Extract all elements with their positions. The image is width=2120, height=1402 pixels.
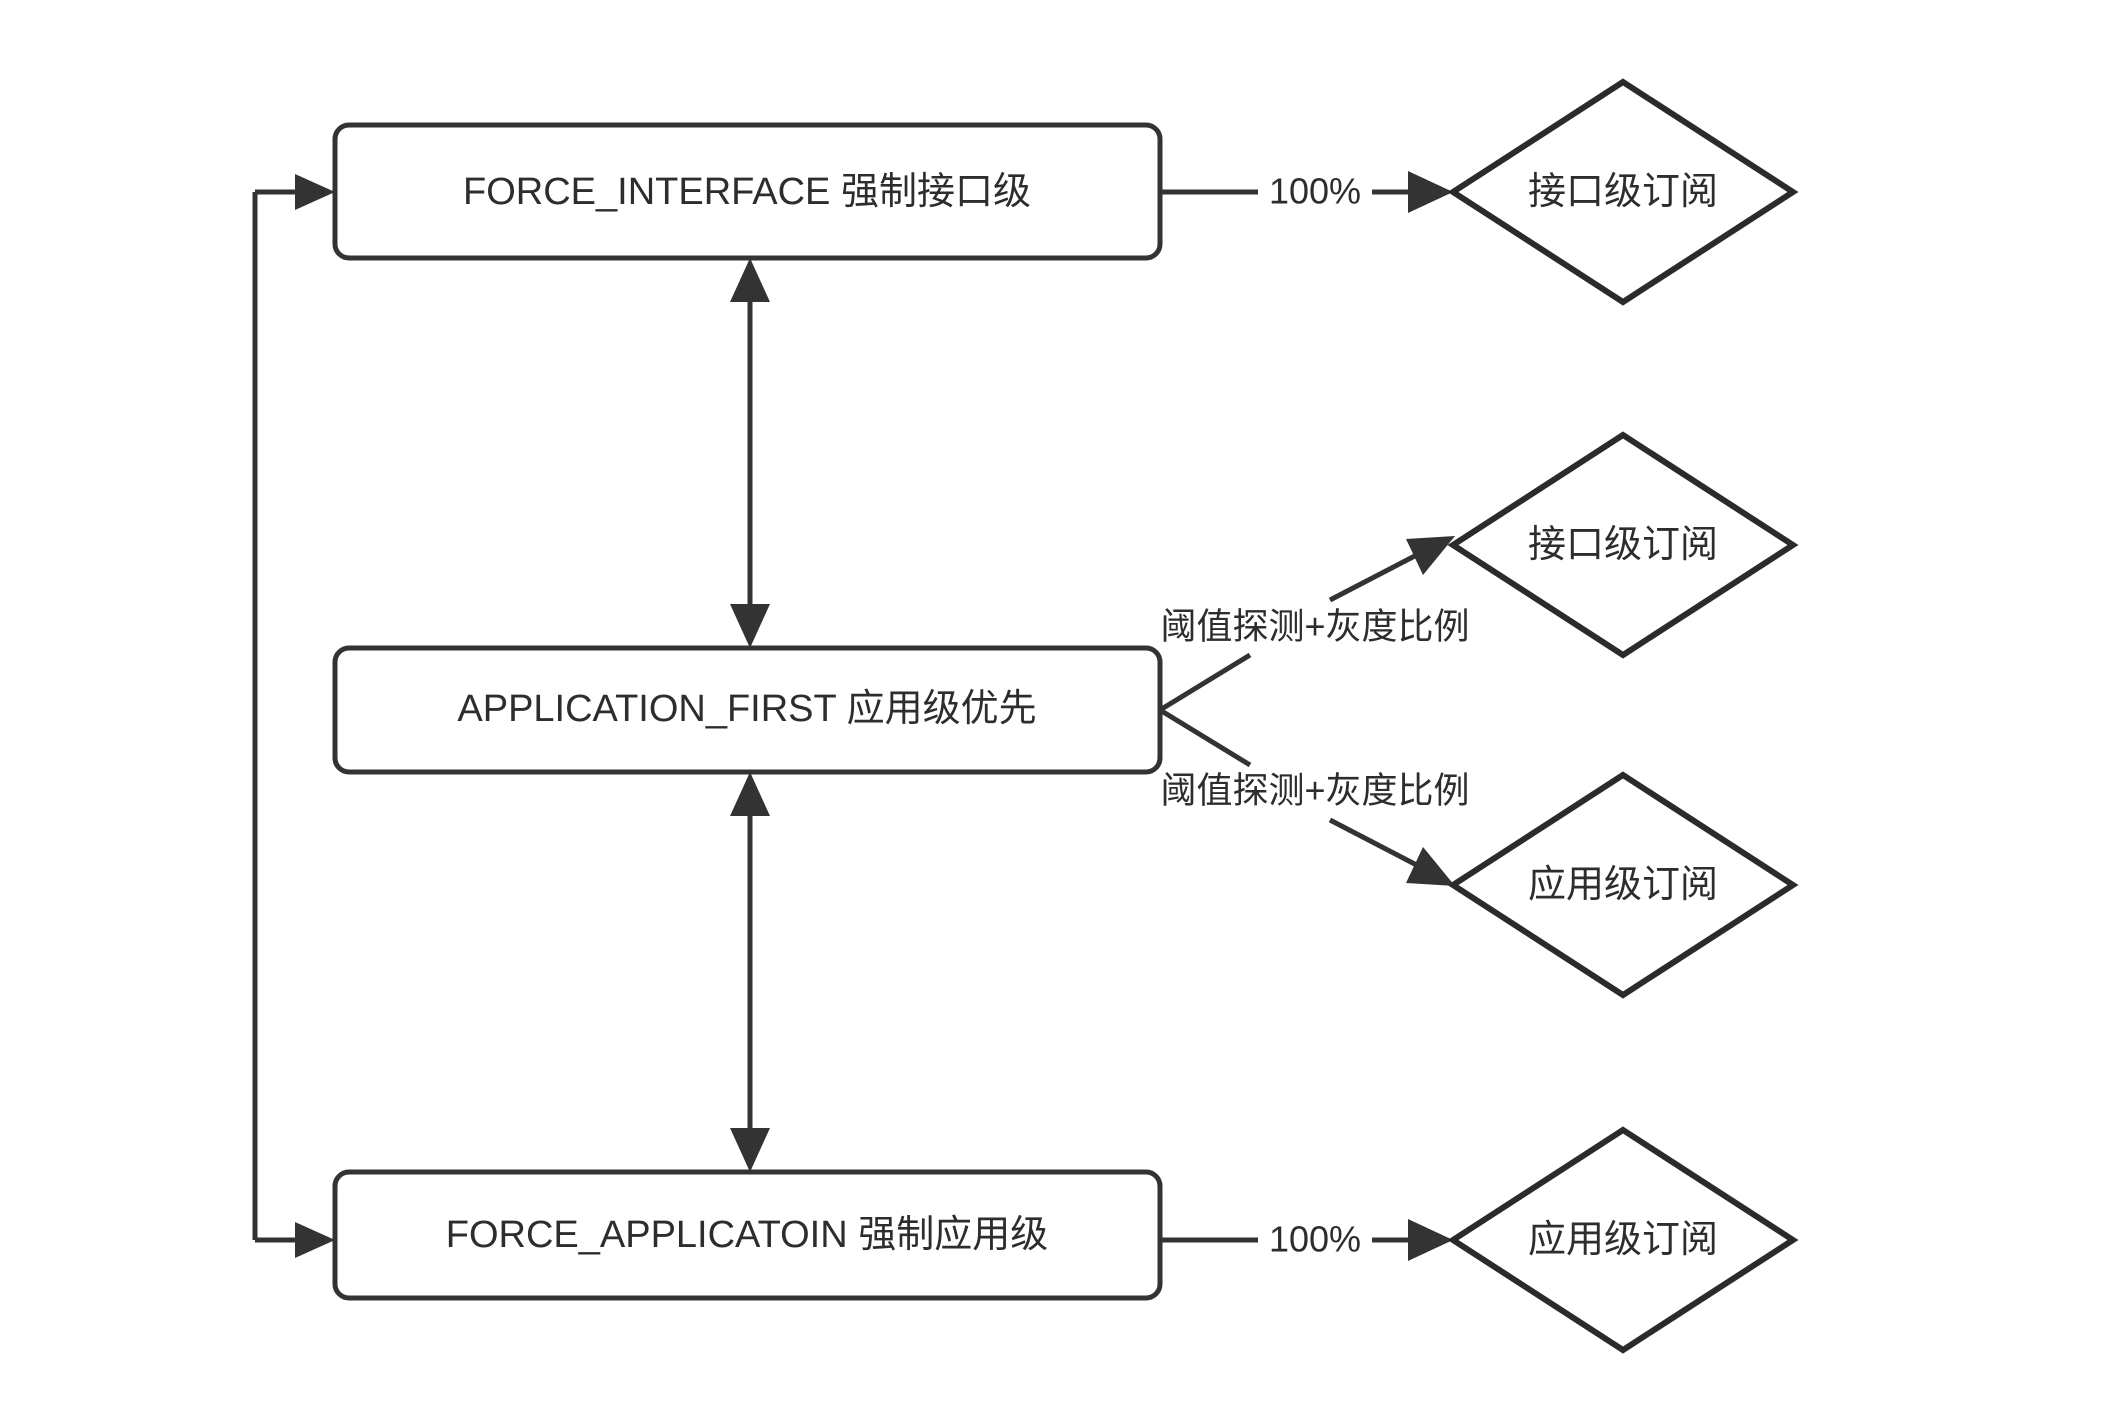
edge-interface-appfirst	[730, 258, 770, 648]
arrow-head-loop-top	[295, 174, 335, 210]
arrow-head-to-interface-sub-top	[1408, 171, 1453, 213]
fork-lower-stub	[1158, 707, 1252, 768]
arrow-head-up-to-interface	[730, 258, 770, 302]
node-interface-sub-mid-shape[interactable]	[1447, 431, 1799, 659]
edge-interface-100	[1160, 171, 1453, 213]
node-application-sub-mid-label: 应用级订阅	[1528, 864, 1718, 906]
fork-upper-stub	[1158, 652, 1252, 713]
arrow-head-down-to-appfirst	[730, 604, 770, 648]
node-interface-sub-mid-label: 接口级订阅	[1528, 524, 1718, 566]
edge-label-forceapp-100: 100%	[1269, 1219, 1361, 1260]
arrow-head-to-application-sub-bottom	[1408, 1219, 1453, 1261]
arrow-head-to-application-sub-mid	[1406, 847, 1455, 886]
edge-label-appfirst-application: 阈值探测+灰度比例	[1160, 770, 1469, 811]
node-force-interface-shape[interactable]	[332, 122, 1163, 261]
node-application-sub-bottom-shape[interactable]	[1447, 1126, 1799, 1354]
edge-appfirst-forceapp	[730, 772, 770, 1172]
edge-label-appfirst-interface: 阈值探测+灰度比例	[1160, 606, 1469, 647]
node-application-sub-bottom[interactable]: 应用级订阅	[1447, 1126, 1799, 1354]
node-application-sub-mid-shape[interactable]	[1447, 771, 1799, 999]
arrow-head-loop-bottom	[295, 1222, 335, 1258]
node-interface-sub-top-label: 接口级订阅	[1528, 171, 1718, 213]
edge-appfirst-fork	[1158, 536, 1455, 886]
node-force-application-label: FORCE_APPLICATOIN 强制应用级	[446, 1214, 1048, 1256]
node-application-first[interactable]: APPLICATION_FIRST 应用级优先	[332, 645, 1163, 775]
node-application-sub-bottom-label: 应用级订阅	[1528, 1219, 1718, 1261]
node-force-interface[interactable]: FORCE_INTERFACE 强制接口级	[332, 122, 1163, 261]
node-force-application[interactable]: FORCE_APPLICATOIN 强制应用级	[332, 1169, 1163, 1301]
edge-forceapp-100	[1160, 1219, 1453, 1261]
edge-feedback-loop	[252, 174, 335, 1258]
arrow-head-down-to-forceapp	[730, 1128, 770, 1172]
node-interface-sub-top[interactable]: 接口级订阅	[1447, 78, 1799, 306]
node-application-first-label: APPLICATION_FIRST 应用级优先	[457, 688, 1036, 730]
arrow-head-to-interface-sub-mid	[1406, 536, 1455, 575]
arrow-head-up-to-appfirst	[730, 772, 770, 816]
node-force-application-shape[interactable]	[332, 1169, 1163, 1301]
node-application-first-shape[interactable]	[332, 645, 1163, 775]
node-force-interface-label: FORCE_INTERFACE 强制接口级	[463, 171, 1031, 213]
edge-label-interface-100: 100%	[1269, 171, 1361, 212]
node-application-sub-mid[interactable]: 应用级订阅	[1447, 771, 1799, 999]
node-interface-sub-top-shape[interactable]	[1447, 78, 1799, 306]
node-interface-sub-mid[interactable]: 接口级订阅	[1447, 431, 1799, 659]
